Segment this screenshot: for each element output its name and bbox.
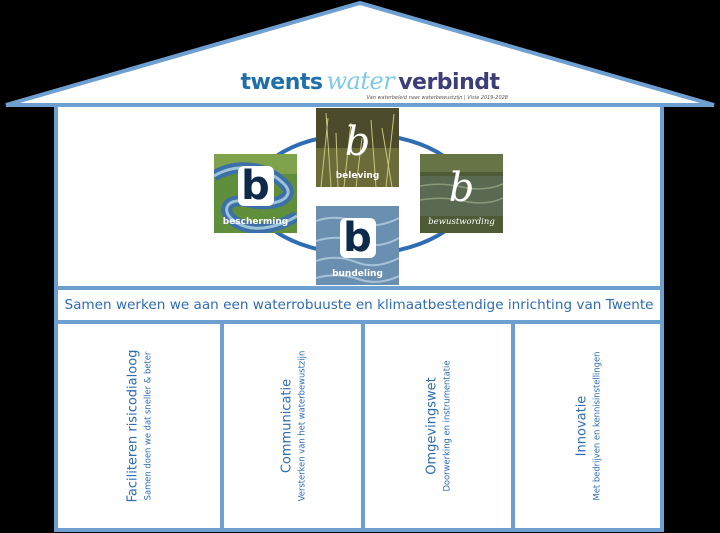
tile-bundeling: b bundeling <box>316 206 399 285</box>
logo-water: water <box>326 67 395 95</box>
pillar-risicodialoog: Faciliteren risicodialoog Samen doen we … <box>54 320 224 532</box>
logo-tagline: Van waterbeleid naar waterbewustzijn | V… <box>366 95 508 101</box>
logo-verbindt: verbindt <box>398 70 500 95</box>
pillar-subtitle: Versterken van het waterbewustzijn <box>296 350 306 502</box>
tile-label: bewustwording <box>428 217 495 227</box>
mission-text: Samen werken we aan een waterrobuuste en… <box>64 297 654 313</box>
tile-letter: b <box>448 165 475 211</box>
tile-letter: b <box>316 218 399 258</box>
river-image <box>420 154 503 233</box>
mission-banner: Samen werken we aan een waterrobuuste en… <box>54 286 664 324</box>
tile-bewustwording: b bewustwording <box>420 154 503 233</box>
reeds-image <box>316 108 399 187</box>
tile-label: bescherming <box>222 217 289 227</box>
tile-label: beleving <box>335 171 380 181</box>
tile-letter: b <box>344 119 371 165</box>
pillar-title: Innovatie <box>574 395 589 457</box>
pillar-title: Faciliteren risicodialoog <box>125 349 141 503</box>
pillar-omgevingswet: Omgevingswet Doorwerking en instrumentat… <box>361 320 515 532</box>
pillar-subtitle: Met bedrijven en kennisinstellingen <box>591 351 601 501</box>
pillar-communicatie: Communicatie Versterken van het waterbew… <box>220 320 365 532</box>
pillar-title: Communicatie <box>279 378 294 474</box>
pillar-subtitle: Doorwerking en instrumentatie <box>441 360 452 492</box>
pillar-innovatie: Innovatie Met bedrijven en kennisinstell… <box>511 320 664 532</box>
pillar-subtitle: Samen doen we dat sneller & beter <box>142 351 153 501</box>
pillar-title: Omgevingswet <box>424 377 440 475</box>
tile-beleving: b beleving <box>316 108 399 187</box>
tile-letter: b <box>214 166 297 206</box>
tile-label: bundeling <box>332 269 383 279</box>
tile-bescherming: b bescherming <box>214 154 297 233</box>
logo-twents: twents <box>240 70 323 95</box>
